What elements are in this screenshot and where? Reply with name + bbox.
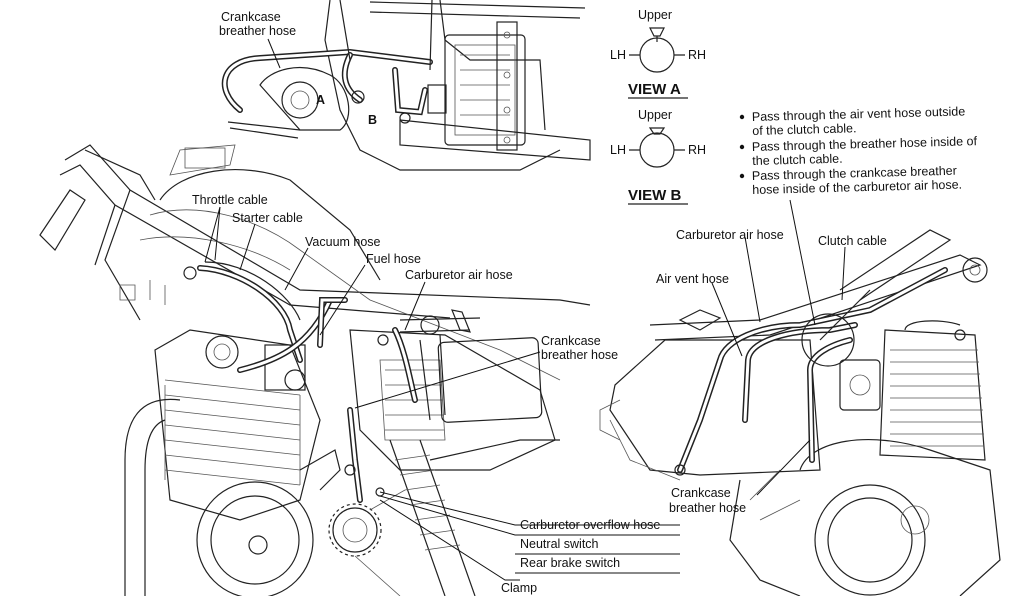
marker-b: B: [368, 113, 377, 127]
right-label-crankcase-line2: breather hose: [669, 501, 746, 515]
label-fuel-hose: Fuel hose: [366, 252, 421, 266]
label-carburetor-air-hose: Carburetor air hose: [405, 268, 513, 282]
label-clamp: Clamp: [501, 581, 537, 595]
right-label-crankcase-line1: Crankcase: [671, 486, 731, 500]
label-starter-cable: Starter cable: [232, 211, 303, 225]
note-3-line1: Pass through the crankcase breather: [752, 164, 957, 183]
right-side-drawing: [599, 229, 1001, 596]
view-b-rh-label: RH: [688, 143, 706, 157]
view-b-lh-label: LH: [610, 143, 626, 157]
right-leader-lines: [711, 199, 846, 496]
top-crankcase-breather-label: Crankcase breather hose: [219, 10, 296, 38]
label-neutral-switch: Neutral switch: [520, 537, 599, 551]
routing-notes: Pass through the air vent hose outside o…: [739, 104, 981, 197]
view-a-detail: Upper LH RH VIEW A: [610, 8, 706, 99]
label-crankcase-breather-hose: Crankcase breather hose: [541, 334, 618, 362]
note-1: Pass through the air vent hose outside o…: [752, 104, 969, 138]
view-b-title: VIEW B: [628, 187, 682, 204]
right-label-carburetor-air-hose: Carburetor air hose: [676, 228, 784, 242]
note-bullet: [739, 114, 745, 120]
label-crankcase-line2: breather hose: [541, 348, 618, 362]
note-bullet: [739, 173, 745, 179]
marker-a: A: [316, 93, 325, 107]
note-2: Pass through the breather hose inside of…: [752, 134, 981, 168]
right-label-air-vent-hose: Air vent hose: [656, 272, 729, 286]
note-2-line2: the clutch cable.: [752, 152, 843, 168]
label-carburetor-overflow-hose: Carburetor overflow hose: [520, 518, 660, 532]
note-2-line1: Pass through the breather hose inside of: [752, 134, 978, 154]
view-a-lh-label: LH: [610, 48, 626, 62]
label-rear-brake-switch: Rear brake switch: [520, 556, 620, 570]
right-label-clutch-cable: Clutch cable: [818, 234, 887, 248]
view-a-upper-label: Upper: [638, 8, 672, 22]
left-side-drawing: [39, 144, 591, 596]
label-throttle-cable: Throttle cable: [192, 193, 268, 207]
note-1-line1: Pass through the air vent hose outside: [752, 104, 966, 124]
note-bullet: [739, 144, 745, 150]
note-1-line2: of the clutch cable.: [752, 121, 857, 138]
view-b-detail: Upper LH RH VIEW B: [610, 108, 706, 205]
note-3-line2: hose inside of the carburetor air hose.: [752, 178, 962, 197]
view-b-upper-label: Upper: [638, 108, 672, 122]
note-3: Pass through the crankcase breather hose…: [752, 164, 963, 197]
left-labels: Throttle cable Starter cable Vacuum hose…: [192, 193, 660, 595]
view-a-rh-label: RH: [688, 48, 706, 62]
top-detail-drawing: A B Crankcase breather hose: [219, 0, 591, 171]
top-crankcase-label-line1: Crankcase: [221, 10, 281, 24]
left-leader-lines: [204, 206, 680, 581]
right-label-crankcase-breather-hose: Crankcase breather hose: [669, 486, 746, 515]
right-labels: Carburetor air hose Clutch cable Air ven…: [656, 228, 887, 515]
label-vacuum-hose: Vacuum hose: [305, 235, 381, 249]
view-a-title: VIEW A: [628, 81, 681, 98]
label-crankcase-line1: Crankcase: [541, 334, 601, 348]
top-crankcase-label-line2: breather hose: [219, 24, 296, 38]
